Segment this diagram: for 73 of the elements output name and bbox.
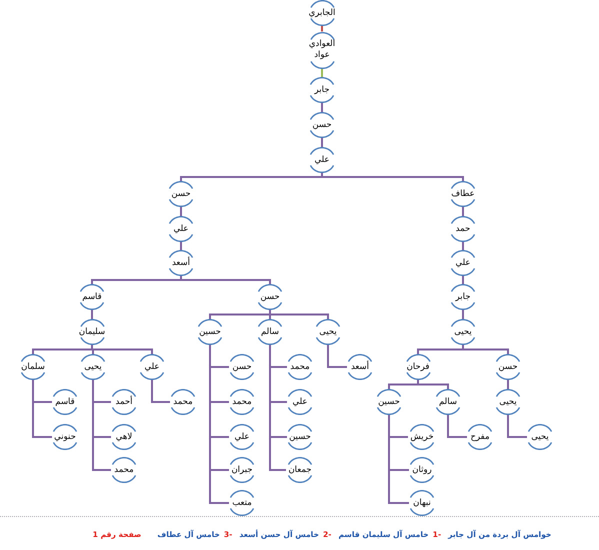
connector-line xyxy=(321,173,464,181)
name-bubble: حسن xyxy=(229,354,255,380)
connector-line xyxy=(462,276,464,284)
name-bubble: علي xyxy=(139,354,165,380)
name-bubble: يحيى xyxy=(80,354,106,380)
name-bubble: الجابري xyxy=(306,0,338,26)
name-bubble: حسن xyxy=(257,284,283,310)
connector-line xyxy=(180,207,182,216)
connector-line xyxy=(447,415,467,438)
connector-line xyxy=(269,310,329,319)
connector-line xyxy=(151,380,170,403)
name-bubble: العوادي عواد xyxy=(306,32,338,68)
name-bubble: خريش xyxy=(408,424,436,450)
connector-line xyxy=(91,310,93,319)
connector-line xyxy=(91,276,182,284)
name-bubble: حسين xyxy=(376,389,402,415)
name-bubble: علي xyxy=(309,147,335,173)
name-bubble: علي xyxy=(287,389,313,415)
name-bubble: سليمان xyxy=(76,319,108,345)
connector-line xyxy=(417,380,449,389)
name-bubble: لاهي xyxy=(111,424,137,450)
name-bubble: محمد xyxy=(170,389,196,415)
connector-line xyxy=(462,242,464,250)
name-bubble: مفرح xyxy=(467,424,493,450)
name-bubble: حسن xyxy=(168,181,194,207)
name-bubble: أسعد xyxy=(347,354,373,380)
name-bubble: محمد xyxy=(111,457,137,483)
connector-line xyxy=(462,345,509,354)
name-bubble: يحيى xyxy=(450,319,476,345)
name-bubble: حسن xyxy=(495,354,521,380)
name-bubble: سلمان xyxy=(19,354,47,380)
connector-line xyxy=(180,276,271,284)
name-bubble: سالم xyxy=(257,319,283,345)
name-bubble: علي xyxy=(450,250,476,276)
name-bubble: سالم xyxy=(435,389,461,415)
connector-line xyxy=(321,26,323,32)
name-bubble: روثان xyxy=(409,457,435,483)
name-bubble: فرحان xyxy=(404,354,432,380)
name-bubble: أحمد xyxy=(111,389,137,415)
name-bubble: جابر xyxy=(309,77,335,103)
name-bubble: حسن xyxy=(309,112,335,138)
connector-line xyxy=(462,207,464,216)
connector-line xyxy=(327,345,347,368)
name-bubble: عطاف xyxy=(449,181,477,207)
name-bubble: جبران xyxy=(229,457,255,483)
name-bubble: نبهان xyxy=(409,490,435,516)
connector-line xyxy=(209,345,229,504)
name-bubble: حسين xyxy=(287,424,313,450)
name-bubble: متعب xyxy=(229,490,255,516)
connector-line xyxy=(507,380,509,389)
name-bubble: محمد xyxy=(229,389,255,415)
name-bubble: قاسم xyxy=(52,389,78,415)
connector-line xyxy=(507,415,527,438)
name-bubble: حنوني xyxy=(52,424,78,450)
name-bubble: جمعان xyxy=(286,457,314,483)
name-bubble: أسعد xyxy=(168,250,194,276)
name-bubble: علي xyxy=(229,424,255,450)
name-bubble: جابر xyxy=(450,284,476,310)
name-bubble: يحيى xyxy=(495,389,521,415)
name-bubble: قاسم xyxy=(79,284,105,310)
connector-line xyxy=(321,103,323,112)
name-bubble: محمد xyxy=(287,354,313,380)
connector-line xyxy=(180,173,323,181)
name-bubble: علي xyxy=(168,216,194,242)
connector-line xyxy=(32,380,52,438)
connector-line xyxy=(321,68,323,77)
name-bubble: حسين xyxy=(197,319,223,345)
connector-line xyxy=(321,138,323,147)
name-bubble: يحيى xyxy=(315,319,341,345)
connector-line xyxy=(462,310,464,319)
connector-line xyxy=(180,242,182,250)
name-bubble: حمد xyxy=(450,216,476,242)
name-bubble: يحيى xyxy=(527,424,553,450)
